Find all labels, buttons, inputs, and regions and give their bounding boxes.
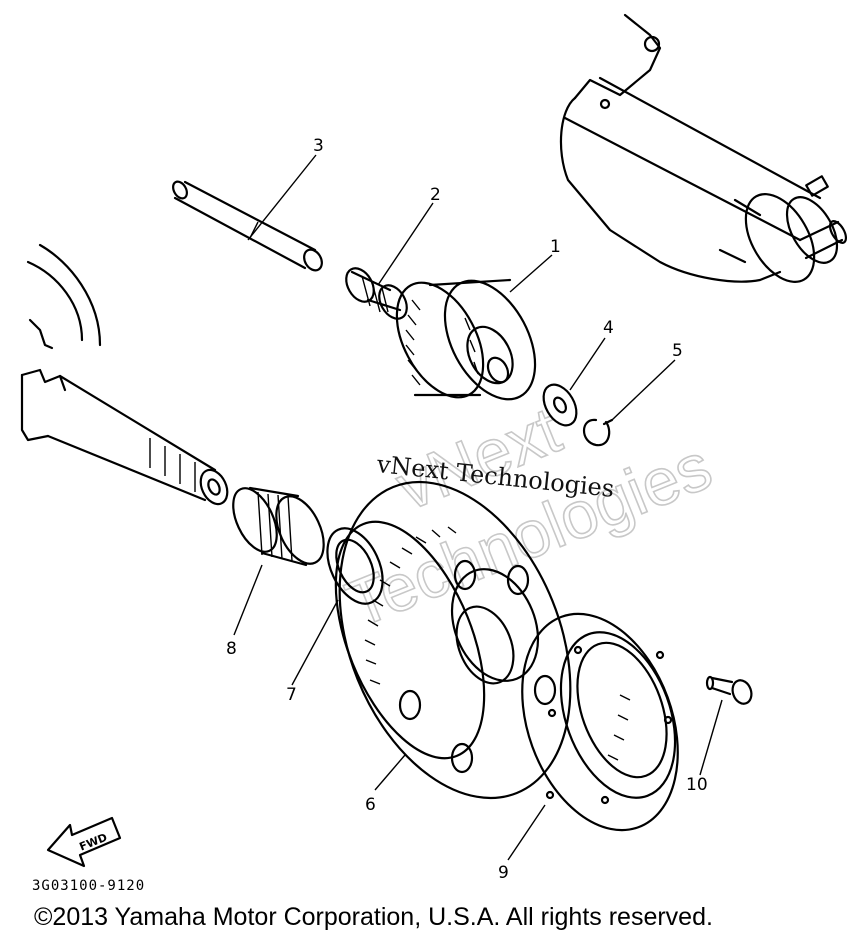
callout-7: 7	[286, 685, 297, 705]
part-2-bearing	[345, 267, 408, 320]
callout-3: 3	[313, 136, 324, 156]
callout-labels: 3 2 1 4 5 6 7 8 9 10	[226, 136, 708, 883]
leader-lines	[233, 154, 723, 861]
starter-motor	[559, 13, 848, 283]
callout-2: 2	[430, 185, 441, 205]
crankshaft	[20, 243, 229, 506]
copyright-notice: ©2013 Yamaha Motor Corporation, U.S.A. A…	[34, 903, 713, 931]
watermark-outline: vNext Technologies	[336, 391, 723, 642]
callout-8: 8	[226, 639, 237, 659]
part-10-bolt	[705, 675, 753, 705]
callout-1: 1	[550, 237, 561, 257]
fwd-arrow: FWD	[46, 816, 122, 868]
part-1-idle-gear	[395, 278, 537, 401]
part-3-shaft	[172, 180, 323, 272]
part-4-washer	[542, 383, 578, 427]
callout-6: 6	[365, 795, 376, 815]
callout-9: 9	[498, 863, 509, 883]
callout-5: 5	[672, 341, 683, 361]
part-8-bearing	[232, 486, 325, 567]
part-6-wheel-gear	[334, 480, 572, 800]
callout-4: 4	[603, 318, 614, 338]
diagram-part-number: 3G03100-9120	[32, 878, 145, 894]
part-5-circlip	[582, 418, 614, 447]
callout-10: 10	[686, 775, 708, 795]
part-9-one-way-clutch	[521, 612, 679, 832]
